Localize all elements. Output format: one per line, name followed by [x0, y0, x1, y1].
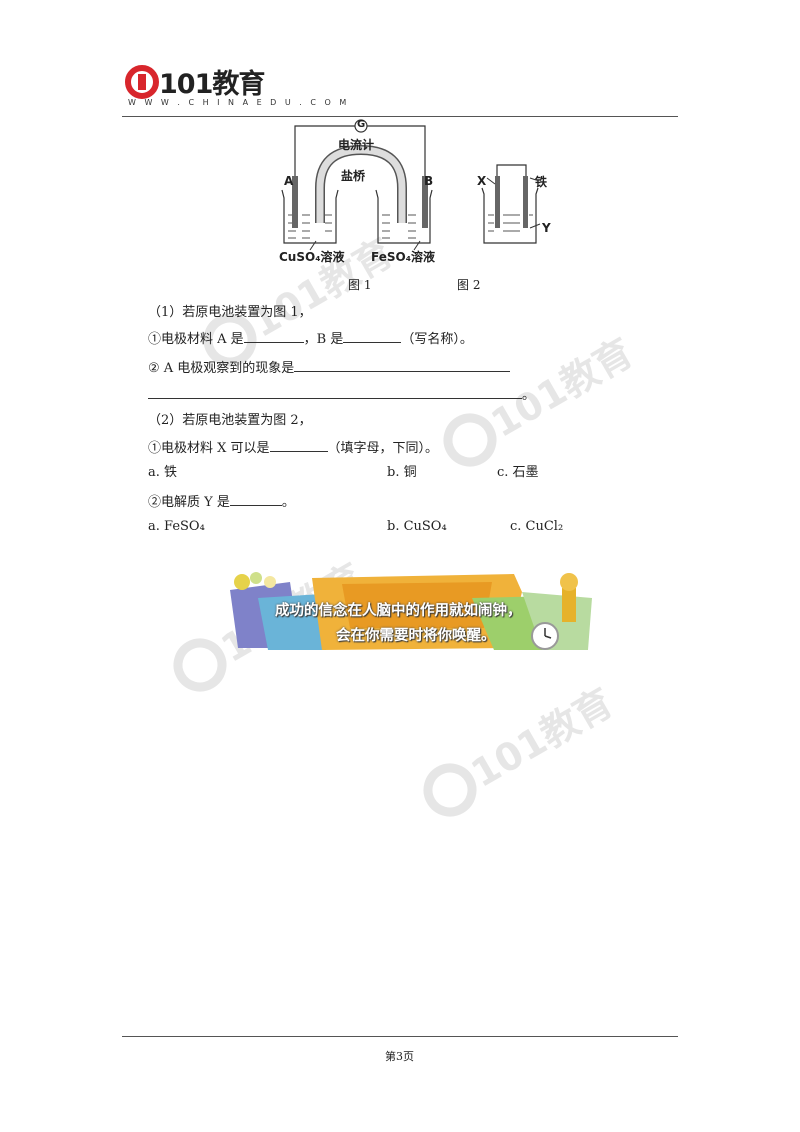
option-c-1: c. 石墨: [497, 465, 539, 480]
electrochem-figure: [281, 119, 541, 251]
salt-bridge-label: 盐桥: [341, 169, 366, 183]
page-number: 第3页: [385, 1050, 414, 1063]
option-b-1: b. 铜: [387, 465, 417, 480]
q2-a-line: ①电极材料 X 可以是 （填字母，下同）。: [148, 439, 438, 457]
electrolyte-y-label: Y: [542, 221, 551, 235]
answer-blank-phenomenon-2[interactable]: [148, 386, 522, 399]
galvanometer-symbol: G: [357, 119, 366, 130]
q1-b-line-2: 。: [148, 386, 535, 404]
galvanometer-label: 电流计: [338, 138, 375, 152]
q2-b-line: ②电解质 Y 是 。: [148, 493, 295, 511]
logo-icon: [125, 65, 159, 99]
q1-a-line: ①电极材料 A 是 ，B 是 （写名称）。: [148, 330, 473, 348]
banner-line-1: 成功的信念在人脑中的作用就如闹钟，: [275, 603, 522, 619]
q2-b-suffix: 。: [281, 495, 295, 510]
q2-a-prefix: ①电极材料 X 可以是: [148, 441, 270, 456]
q1-a-mid: ，B 是: [303, 332, 344, 347]
figure-2-caption: 图 2: [457, 278, 481, 292]
q2-a-suffix: （填字母，下同）。: [327, 441, 439, 456]
q1-a-prefix: ①电极材料 A 是: [148, 332, 244, 347]
q1-b-line: ② A 电极观察到的现象是: [148, 359, 511, 377]
footer-divider: [122, 1036, 678, 1037]
q1-intro: （1）若原电池装置为图 1，: [148, 305, 312, 320]
banner-line-2: 会在你需要时将你唤醒。: [336, 628, 496, 644]
option-c-2: c. CuCl₂: [510, 519, 564, 534]
iron-label: 铁: [535, 175, 548, 189]
banner-illustration: [230, 572, 592, 650]
logo-url: W W W . C H I N A E D U . C O M: [128, 98, 350, 107]
q2-b-prefix: ②电解质 Y 是: [148, 495, 230, 510]
option-a-2: a. FeSO₄: [148, 519, 205, 534]
answer-blank-b[interactable]: [343, 330, 402, 343]
electrode-b-label: B: [424, 174, 434, 188]
answer-blank-x[interactable]: [269, 439, 328, 452]
solution-left-label: CuSO₄溶液: [279, 250, 345, 264]
q1-a-suffix: （写名称）。: [401, 332, 473, 347]
q1-b-prefix: ② A 电极观察到的现象是: [148, 361, 295, 376]
option-b-2: b. CuSO₄: [387, 519, 447, 534]
answer-blank-a[interactable]: [243, 330, 304, 343]
answer-blank-y[interactable]: [229, 493, 282, 506]
electrode-a-label: A: [284, 174, 294, 188]
solution-right-label: FeSO₄溶液: [371, 250, 435, 264]
svg-text:101教育: 101教育: [464, 680, 621, 796]
option-a-1: a. 铁: [148, 465, 178, 480]
q1-b-end: 。: [522, 388, 536, 403]
figure-1-caption: 图 1: [348, 278, 372, 292]
logo-text: 101教育: [159, 69, 265, 100]
q2-intro: （2）若原电池装置为图 2，: [148, 413, 312, 428]
electrode-x-label: X: [477, 174, 487, 188]
answer-blank-phenomenon[interactable]: [294, 359, 511, 372]
header-divider: [122, 116, 678, 117]
